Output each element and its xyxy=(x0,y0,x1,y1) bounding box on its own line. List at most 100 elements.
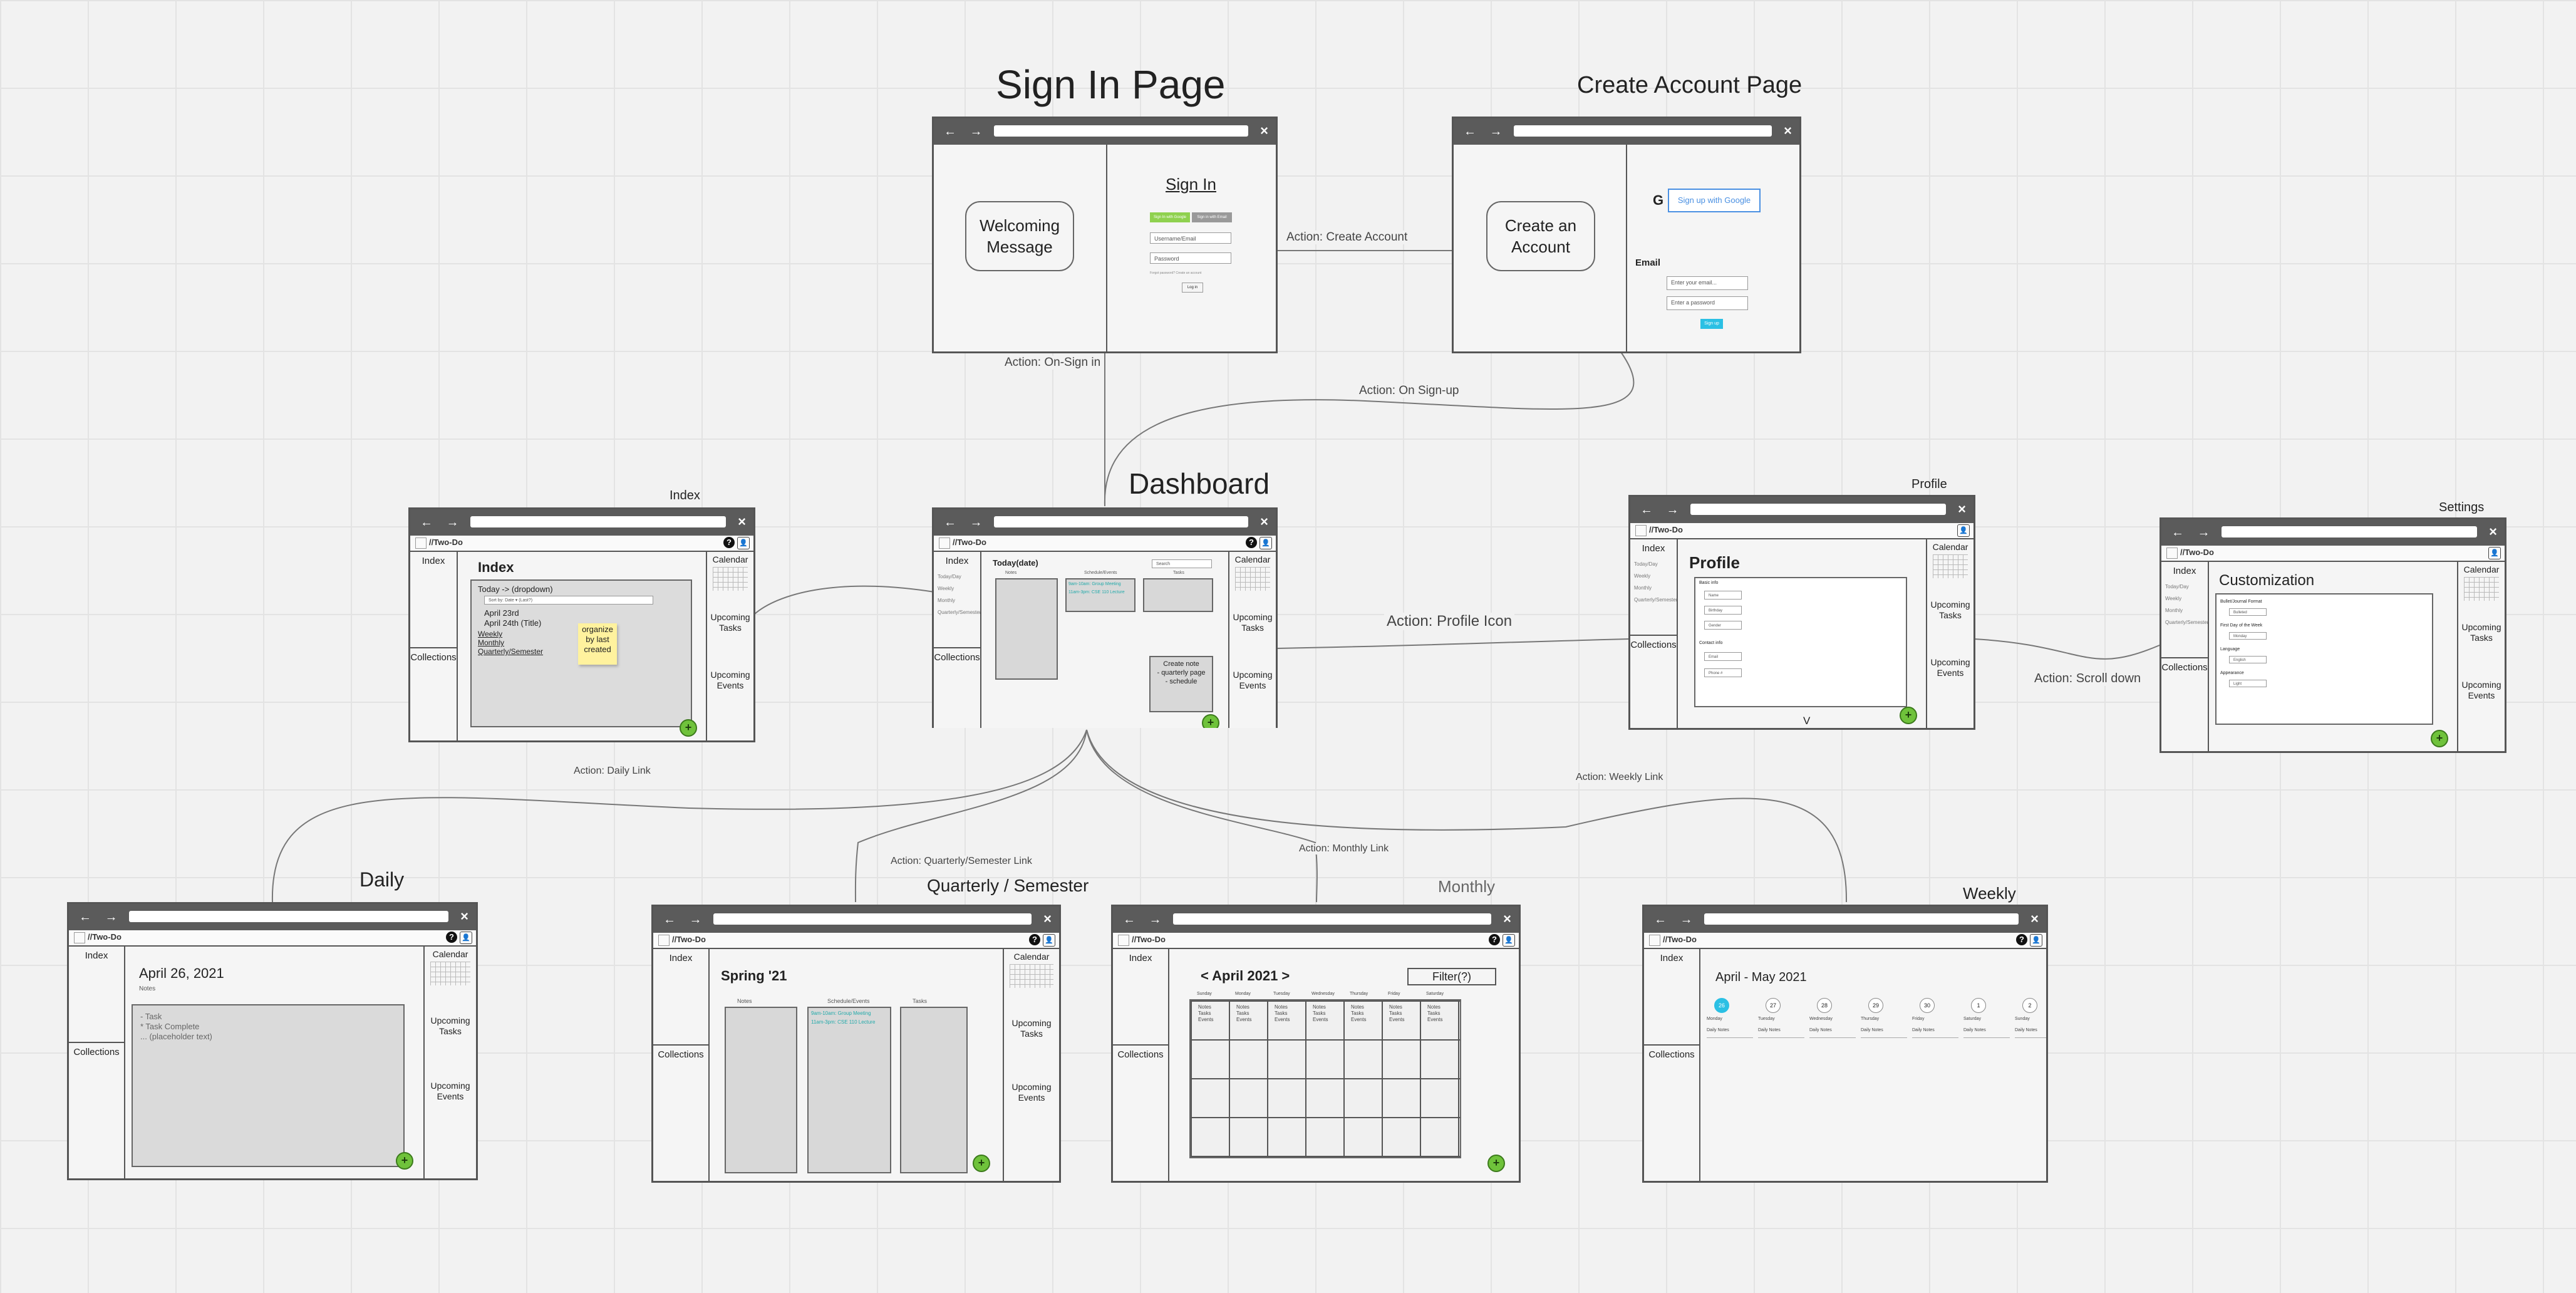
tab-email[interactable]: Sign in with Email xyxy=(1192,212,1232,222)
close-icon[interactable]: × xyxy=(2030,911,2039,927)
add-button[interactable]: + xyxy=(680,719,697,737)
search-input[interactable]: Search xyxy=(1152,559,1212,568)
scroll-indicator[interactable]: V xyxy=(1803,715,1811,727)
tab-google[interactable]: Sign In with Google xyxy=(1150,212,1190,222)
week-date-circle[interactable]: 30 xyxy=(1920,998,1935,1013)
week-day-notes[interactable]: Daily Notes xyxy=(1707,1028,1753,1038)
close-icon[interactable]: × xyxy=(1043,911,1052,927)
sidebar-item-quarterly[interactable]: Quarterly/Semester xyxy=(2165,620,2209,625)
user-icon[interactable]: 👤 xyxy=(2030,934,2042,947)
upcoming-events[interactable]: Upcoming Events xyxy=(430,1081,470,1101)
browser-nav-icons[interactable]: ← → ⟳ xyxy=(79,910,147,924)
url-bar[interactable] xyxy=(994,125,1248,137)
appearance-select[interactable]: Light xyxy=(2229,680,2267,687)
url-bar[interactable] xyxy=(470,516,726,527)
sidebar-collections[interactable]: Collections xyxy=(1644,1044,1699,1060)
user-icon[interactable]: 👤 xyxy=(2488,547,2501,559)
mini-calendar[interactable] xyxy=(1235,567,1270,591)
q-event-2[interactable]: 11am-3pm: CSE 110 Lecture xyxy=(811,1019,876,1025)
signup-button[interactable]: Sign up xyxy=(1700,319,1723,329)
email-field[interactable]: Email xyxy=(1704,652,1742,661)
browser-nav-icons[interactable]: ← → ⟳ xyxy=(663,913,731,927)
url-bar[interactable] xyxy=(129,911,448,922)
event-1[interactable]: 9am-10am: Group Meeting xyxy=(1068,582,1121,586)
week-date-circle[interactable]: 27 xyxy=(1766,998,1781,1013)
week-date-circle[interactable]: 29 xyxy=(1868,998,1883,1013)
day-cell-content[interactable]: Notes Tasks Events xyxy=(1389,1004,1405,1022)
sidebar-index[interactable]: Index xyxy=(1129,953,1152,963)
name-field[interactable]: Name xyxy=(1704,591,1742,600)
week-day-notes[interactable]: Daily Notes xyxy=(1809,1028,1856,1038)
upcoming-tasks[interactable]: Upcoming Tasks xyxy=(430,1015,470,1036)
close-icon[interactable]: × xyxy=(1260,123,1268,138)
add-button[interactable]: + xyxy=(396,1152,413,1170)
week-date-circle[interactable]: 28 xyxy=(1817,998,1832,1013)
sidebar-item-today[interactable]: Today/Day xyxy=(2165,584,2189,589)
browser-nav-icons[interactable]: ← → ⟳ xyxy=(944,516,1011,529)
phone-field[interactable]: Phone # xyxy=(1704,668,1742,677)
week-date-circle[interactable]: 26 xyxy=(1714,998,1729,1013)
add-button[interactable]: + xyxy=(1202,714,1219,728)
email-input[interactable]: Enter your email... xyxy=(1667,276,1748,290)
sidebar-collections[interactable]: Collections xyxy=(69,1042,124,1057)
sidebar-index[interactable]: Index xyxy=(1642,543,1665,554)
upcoming-tasks[interactable]: Upcoming Tasks xyxy=(2461,622,2501,643)
sidebar-item-today[interactable]: Today/Day xyxy=(1634,561,1658,567)
week-day-notes[interactable]: Daily Notes xyxy=(1861,1028,1907,1038)
add-button[interactable]: + xyxy=(2431,730,2448,747)
close-icon[interactable]: × xyxy=(2489,524,2497,539)
month-title[interactable]: < April 2021 > xyxy=(1201,968,1290,984)
sidebar-item-monthly[interactable]: Monthly xyxy=(1634,585,1652,591)
browser-nav-icons[interactable]: ← → ⟳ xyxy=(2171,526,2239,539)
help-icon[interactable]: ? xyxy=(2016,934,2027,945)
month-grid[interactable] xyxy=(1189,999,1461,1158)
help-icon[interactable]: ? xyxy=(1029,934,1040,945)
browser-nav-icons[interactable]: ← → ⟳ xyxy=(1464,125,1531,138)
calendar-label[interactable]: Calendar xyxy=(2463,564,2500,574)
mini-calendar[interactable] xyxy=(1010,964,1053,988)
sidebar-index[interactable]: Index xyxy=(1660,953,1684,963)
day-cell-content[interactable]: Notes Tasks Events xyxy=(1313,1004,1328,1022)
close-icon[interactable]: × xyxy=(460,908,468,924)
sidebar-index[interactable]: Index xyxy=(85,950,108,961)
username-field[interactable]: Username/Email xyxy=(1150,232,1231,244)
user-icon[interactable]: 👤 xyxy=(460,932,472,944)
entry-apr23[interactable]: April 23rd xyxy=(484,608,519,618)
calendar-label[interactable]: Calendar xyxy=(1013,952,1050,962)
week-day-notes[interactable]: Daily Notes xyxy=(1912,1028,1958,1038)
sidebar-collections[interactable]: Collections xyxy=(1113,1044,1168,1060)
mini-calendar[interactable] xyxy=(713,567,748,591)
weekly-link[interactable]: Weekly xyxy=(478,630,503,638)
url-bar[interactable] xyxy=(2222,526,2477,537)
calendar-label[interactable]: Calendar xyxy=(712,554,748,564)
password-field[interactable]: Password xyxy=(1150,252,1231,264)
sidebar-collections[interactable]: Collections xyxy=(1630,635,1677,650)
day-cell-content[interactable]: Notes Tasks Events xyxy=(1275,1004,1290,1022)
q-event-1[interactable]: 9am-10am: Group Meeting xyxy=(811,1010,871,1016)
sidebar-index[interactable]: Index xyxy=(945,556,969,566)
upcoming-tasks[interactable]: Upcoming Tasks xyxy=(710,612,750,633)
sidebar-item-weekly[interactable]: Weekly xyxy=(1634,573,1651,579)
help-icon[interactable]: ? xyxy=(1489,934,1500,945)
upcoming-events[interactable]: Upcoming Events xyxy=(710,670,750,690)
password-input[interactable]: Enter a password xyxy=(1667,296,1748,310)
task-complete-item[interactable]: * Task Complete xyxy=(140,1022,200,1031)
close-icon[interactable]: × xyxy=(1958,501,1966,517)
google-signup-button[interactable]: Sign up with Google xyxy=(1668,189,1761,212)
help-icon[interactable]: ? xyxy=(1246,537,1257,548)
sidebar-item-weekly[interactable]: Weekly xyxy=(938,586,954,591)
day-cell-content[interactable]: Notes Tasks Events xyxy=(1198,1004,1214,1022)
calendar-label[interactable]: Calendar xyxy=(1932,542,1968,552)
day-cell-content[interactable]: Notes Tasks Events xyxy=(1351,1004,1367,1022)
event-2[interactable]: 11am-3pm: CSE 110 Lecture xyxy=(1068,590,1125,595)
sidebar-item-quarterly[interactable]: Quarterly/Semester xyxy=(1634,597,1678,603)
week-date-circle[interactable]: 1 xyxy=(1971,998,1986,1013)
sign-in-hint[interactable]: Forgot password? Create an account xyxy=(1150,271,1202,275)
sidebar-index[interactable]: Index xyxy=(2173,566,2196,576)
user-icon[interactable]: 👤 xyxy=(1957,524,1970,537)
sidebar-collections[interactable]: Collections xyxy=(410,647,457,663)
close-icon[interactable]: × xyxy=(738,514,746,529)
upcoming-events[interactable]: Upcoming Events xyxy=(1011,1082,1052,1103)
url-bar[interactable] xyxy=(1690,504,1946,515)
add-button[interactable]: + xyxy=(1900,707,1917,724)
